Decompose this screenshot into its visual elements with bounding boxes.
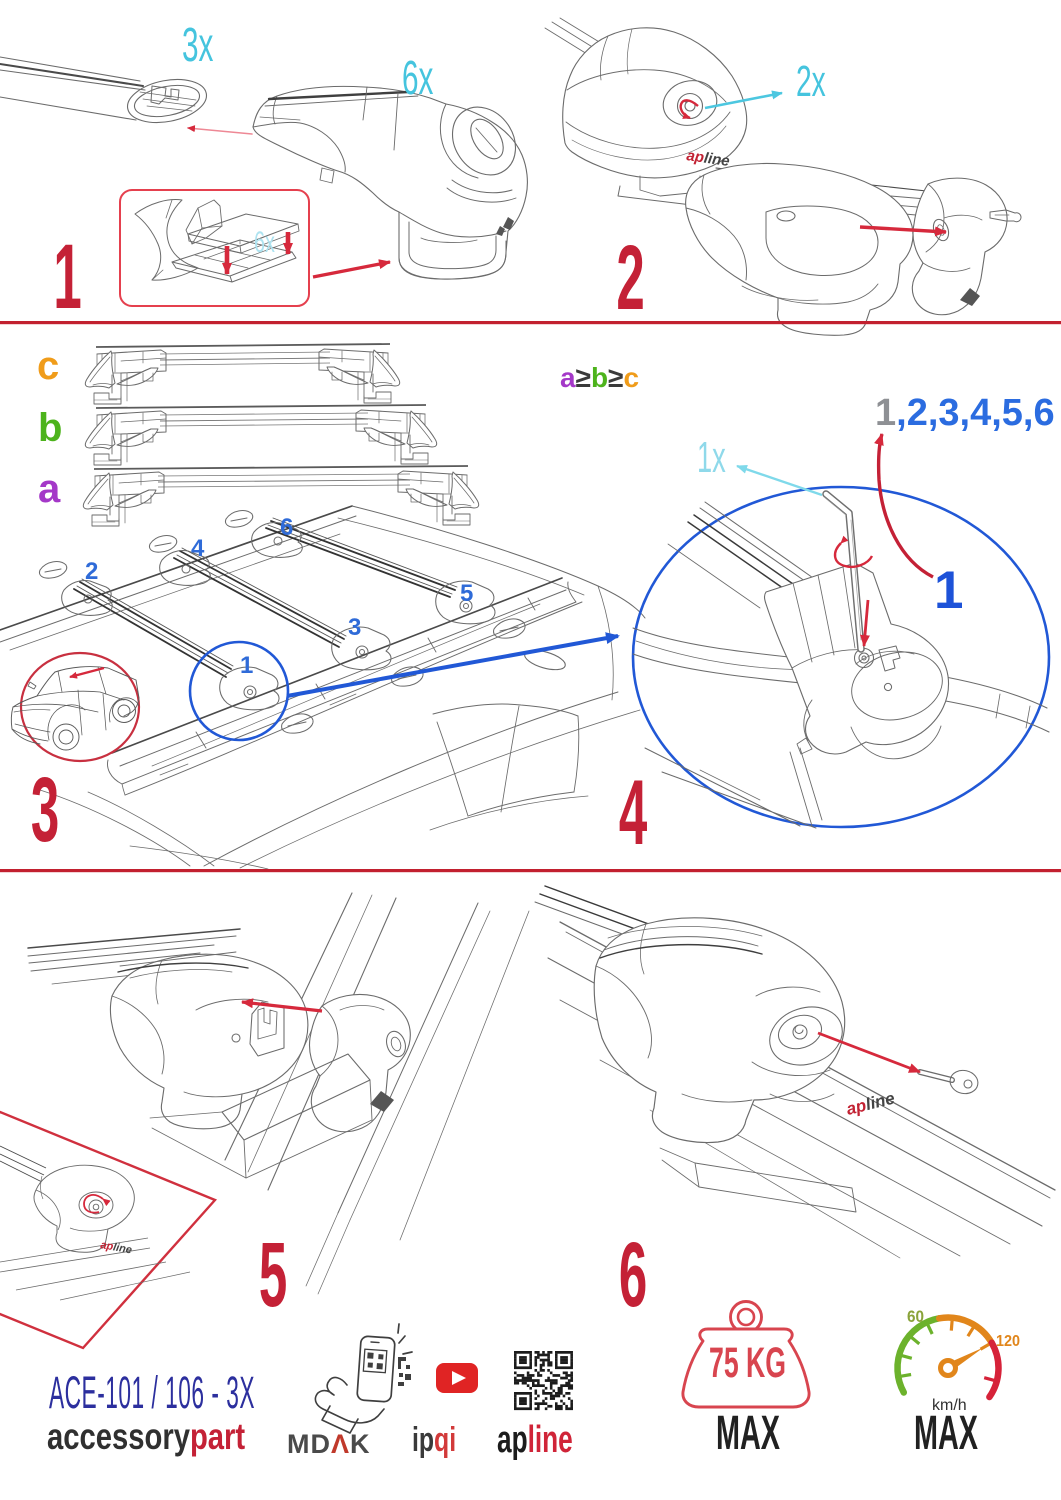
svg-text:4: 4 bbox=[619, 761, 647, 864]
svg-text:75 KG: 75 KG bbox=[709, 1339, 786, 1387]
svg-text:ipqi: ipqi bbox=[412, 1421, 456, 1459]
svg-text:4: 4 bbox=[191, 535, 205, 562]
svg-text:apline: apline bbox=[685, 147, 730, 170]
svg-text:c: c bbox=[37, 344, 59, 388]
svg-text:MAX: MAX bbox=[914, 1407, 978, 1460]
svg-text:3: 3 bbox=[348, 614, 361, 641]
svg-text:a≥b≥c: a≥b≥c bbox=[560, 362, 639, 393]
svg-text:6: 6 bbox=[619, 1223, 647, 1326]
svg-text:6x: 6x bbox=[254, 226, 275, 259]
svg-text:apline: apline bbox=[99, 1239, 132, 1256]
svg-text:1,2,3,4,5,6: 1,2,3,4,5,6 bbox=[875, 392, 1055, 434]
svg-text:60: 60 bbox=[907, 1307, 924, 1326]
svg-text:5: 5 bbox=[460, 580, 473, 607]
svg-text:5: 5 bbox=[259, 1223, 287, 1326]
svg-text:1: 1 bbox=[240, 652, 253, 679]
svg-text:km/h: km/h bbox=[932, 1397, 967, 1414]
svg-text:6: 6 bbox=[280, 514, 293, 541]
svg-text:2: 2 bbox=[616, 226, 644, 329]
svg-text:a: a bbox=[38, 467, 61, 511]
svg-text:1: 1 bbox=[934, 561, 963, 620]
svg-text:120: 120 bbox=[996, 1332, 1020, 1350]
svg-text:3: 3 bbox=[31, 758, 59, 861]
svg-text:1x: 1x bbox=[697, 432, 726, 481]
svg-text:3x: 3x bbox=[182, 19, 213, 72]
svg-text:b: b bbox=[38, 406, 62, 450]
svg-text:ACE-101 / 106 - 3X: ACE-101 / 106 - 3X bbox=[49, 1368, 255, 1418]
svg-text:MDΛK: MDΛK bbox=[287, 1429, 371, 1459]
svg-text:apline: apline bbox=[844, 1089, 896, 1119]
svg-text:6x: 6x bbox=[402, 52, 433, 105]
svg-text:accessorypart: accessorypart bbox=[47, 1417, 245, 1458]
svg-text:apline: apline bbox=[497, 1417, 573, 1460]
svg-text:MAX: MAX bbox=[716, 1407, 780, 1460]
svg-text:2: 2 bbox=[85, 558, 98, 585]
svg-text:2x: 2x bbox=[796, 57, 826, 106]
svg-text:1: 1 bbox=[53, 225, 81, 328]
